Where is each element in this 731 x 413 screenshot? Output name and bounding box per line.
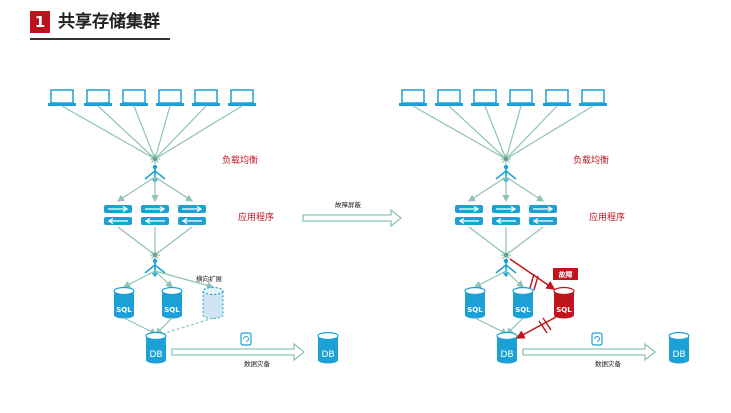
right-link-cut-mark-2 [538, 317, 552, 334]
left-router-to-sql-link-2 [154, 270, 173, 288]
right-sql-to-db-link-1 [474, 317, 509, 335]
right-sql-node-icon-2-label: SQL [515, 306, 531, 314]
right-lb-to-app-link-3 [505, 176, 545, 202]
left-app-to-hub-link-1 [117, 226, 156, 256]
right-backup-db-icon-label: DB [672, 350, 685, 360]
right-router-to-sql-link-1 [473, 270, 507, 288]
right-app-server-icon-2 [492, 205, 520, 225]
transition-label: 故障屏蔽 [335, 200, 362, 209]
right-client-link-5 [505, 105, 558, 160]
right-load-balancer-hub-icon [501, 154, 511, 164]
left-db-router-hub-icon [150, 250, 160, 260]
left-app-server-icon-1 [104, 205, 132, 225]
left-client-laptop-icon-5 [192, 89, 220, 106]
left-sql-node-icon-2-label: SQL [164, 306, 180, 314]
right-router-to-sql-link-2 [505, 270, 524, 288]
right-client-link-4 [505, 105, 522, 160]
left-client-laptop-icon-1 [48, 89, 76, 106]
left-label-scale-out: 横向扩展 [196, 274, 223, 283]
right-sql-node-icon-1: SQL [464, 286, 486, 319]
right-label-backup: 数据灾备 [595, 359, 622, 368]
left-client-link-2 [97, 105, 156, 160]
left-shared-db-icon-label: DB [149, 350, 162, 360]
failover-transition-arrow [302, 208, 403, 228]
right-backup-arrow [522, 342, 657, 362]
right-sql-node-icon-1-label: SQL [467, 306, 483, 314]
right-client-laptop-icon-4 [507, 89, 535, 106]
left-label-application: 应用程序 [238, 211, 274, 223]
right-backup-db-icon: DB [668, 331, 690, 364]
right-link-cut-mark-1 [529, 273, 539, 291]
left-client-laptop-icon-3 [120, 89, 148, 106]
left-client-link-1 [61, 105, 156, 160]
right-client-link-3 [484, 105, 507, 160]
left-label-backup: 数据灾备 [244, 359, 271, 368]
left-db-router-split-icon [144, 258, 166, 278]
left-app-to-hub-link-3 [154, 226, 193, 256]
left-router-to-scale-link [154, 270, 215, 289]
right-shared-db-icon: DB [496, 331, 518, 364]
right-db-router-split-icon [495, 258, 517, 278]
section-header: 1 共享存储集群 [30, 8, 170, 38]
left-client-link-5 [154, 105, 207, 160]
right-app-server-icon-3 [529, 205, 557, 225]
right-failed-sql-node-icon: SQL [553, 286, 575, 319]
left-lb-to-app-link-3 [154, 176, 194, 202]
right-client-laptop-icon-3 [471, 89, 499, 106]
left-scale-to-db-link [155, 317, 214, 337]
right-label-load-balance: 负载均衡 [573, 154, 609, 166]
left-sql-to-db-link-1 [123, 317, 158, 335]
left-client-link-3 [133, 105, 156, 160]
right-label-application: 应用程序 [589, 211, 625, 223]
right-shared-db-icon-label: DB [500, 350, 513, 360]
left-client-laptop-icon-6 [228, 89, 256, 106]
left-backup-db-icon: DB [317, 331, 339, 364]
left-app-server-icon-3 [178, 205, 206, 225]
right-client-laptop-icon-6 [579, 89, 607, 106]
left-client-link-4 [154, 105, 171, 160]
right-sql-to-db-link-2 [506, 317, 524, 335]
right-router-to-failed-link [509, 258, 556, 290]
right-fault-badge [553, 268, 578, 280]
right-client-link-1 [412, 105, 507, 160]
left-load-balancer-hub-icon [150, 154, 160, 164]
left-sql-node-icon-1: SQL [113, 286, 135, 319]
left-router-to-sql-link-1 [122, 270, 156, 288]
left-backup-arrow [171, 342, 306, 362]
title-underline [30, 38, 170, 40]
right-sync-icon [591, 332, 603, 346]
left-sql-to-db-link-2 [155, 317, 173, 335]
left-label-load-balance: 负载均衡 [222, 154, 258, 166]
left-sql-node-icon-2: SQL [161, 286, 183, 319]
section-number-badge: 1 [30, 11, 50, 33]
right-client-laptop-icon-5 [543, 89, 571, 106]
left-client-link-6 [154, 105, 243, 160]
right-app-to-hub-link-1 [468, 226, 507, 256]
right-failed-to-db-link [515, 316, 557, 339]
left-app-server-icon-2 [141, 205, 169, 225]
left-client-laptop-icon-4 [156, 89, 184, 106]
left-lb-to-app-link-1 [116, 176, 156, 202]
left-sql-node-icon-1-label: SQL [116, 306, 132, 314]
right-failed-sql-node-icon-label: SQL [556, 306, 572, 314]
right-client-link-2 [448, 105, 507, 160]
left-sync-icon [240, 332, 252, 346]
right-fault-badge-label: 故障 [559, 270, 573, 279]
left-backup-db-icon-label: DB [321, 350, 334, 360]
left-shared-db-icon: DB [145, 331, 167, 364]
left-client-laptop-icon-2 [84, 89, 112, 106]
right-client-laptop-icon-1 [399, 89, 427, 106]
right-client-link-6 [505, 105, 594, 160]
section-title: 共享存储集群 [58, 12, 160, 32]
right-app-to-hub-link-3 [505, 226, 544, 256]
left-scale-out-node-icon [202, 286, 224, 319]
right-sql-node-icon-2: SQL [512, 286, 534, 319]
right-lb-to-app-link-1 [467, 176, 507, 202]
right-db-router-hub-icon [501, 250, 511, 260]
right-client-laptop-icon-2 [435, 89, 463, 106]
right-app-server-icon-1 [455, 205, 483, 225]
